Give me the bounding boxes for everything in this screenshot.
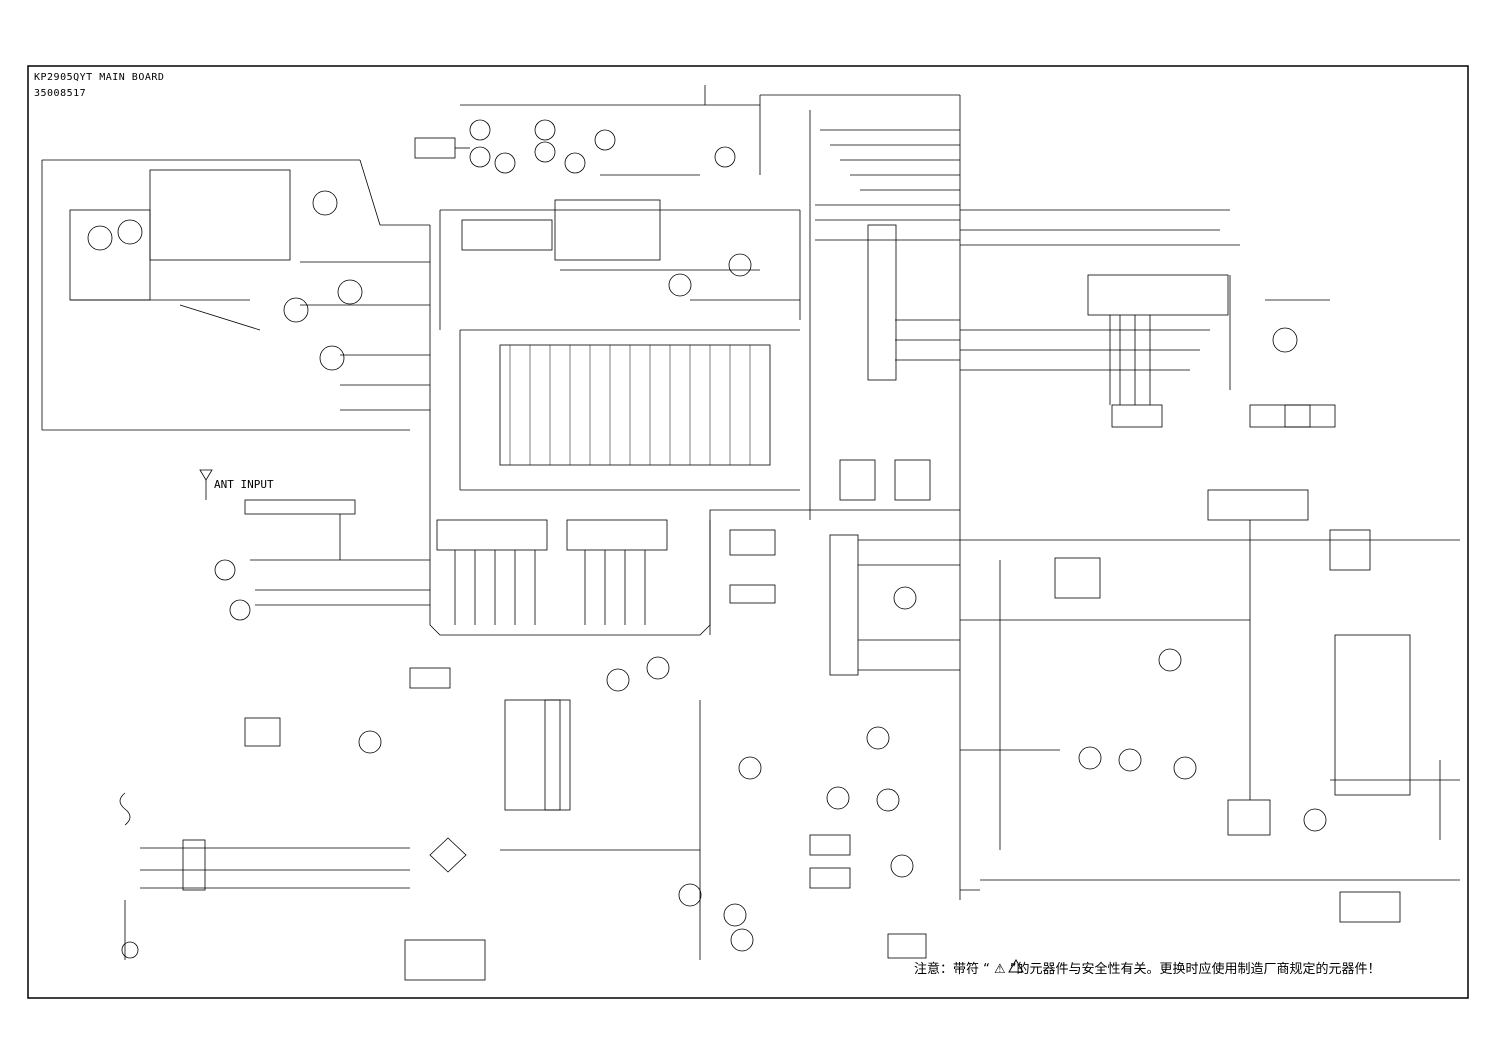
video-driver-section [414,85,960,176]
deflection-section [709,520,960,676]
horizontal-output-section [960,489,1460,923]
safety-note: 注意：带符 “ ⚠ ”的元器件与安全性有关。更换时应使用制造厂商规定的元器件！ [914,962,1381,977]
mcu-section [809,95,961,900]
audio-section [439,199,801,330]
header-part-number: 35008517 [34,88,87,99]
connector-section [960,209,1336,428]
sheet-border [27,65,1469,999]
av-switch-section [429,509,960,636]
main-ic-section [459,329,800,491]
warning-icon [1008,959,1024,973]
if-section [41,159,431,520]
header-title: KP2905QYT MAIN BOARD [34,72,165,83]
antenna-input-label: ANT INPUT [214,478,274,491]
power-supply-section [119,656,980,981]
tuner-section [199,469,430,621]
